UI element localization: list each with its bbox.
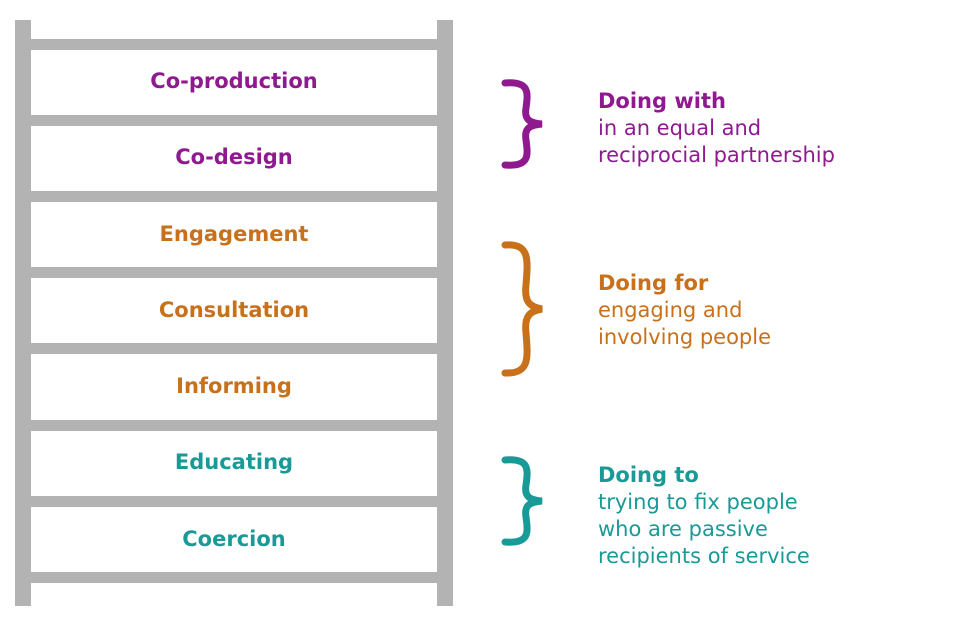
group-description-line: recipients of service	[598, 544, 810, 568]
ladder-rung	[31, 39, 437, 50]
step-consultation: Consultation	[158, 298, 310, 322]
brace-doing-with-icon	[501, 79, 543, 169]
ladder-left-rail	[15, 20, 31, 606]
group-description-line: who are passive	[598, 517, 768, 541]
step-educating: Educating	[174, 450, 294, 474]
group-title: Doing for	[598, 271, 709, 295]
group-description-line: reciprocial partnership	[598, 143, 835, 167]
group-description-line: in an equal and	[598, 116, 762, 140]
ladder-rung	[31, 572, 437, 583]
group-doing-to: Doing to trying to fix people who are pa…	[598, 462, 810, 570]
ladder-rung	[31, 267, 437, 278]
ladder-rung	[31, 115, 437, 126]
ladder-rung	[31, 420, 437, 431]
group-title: Doing to	[598, 463, 699, 487]
step-engagement: Engagement	[159, 222, 309, 246]
ladder-rung	[31, 496, 437, 507]
step-informing: Informing	[176, 374, 292, 398]
group-doing-for: Doing for engaging and involving people	[598, 270, 771, 351]
brace-doing-for-icon	[501, 241, 543, 377]
brace-doing-to-icon	[501, 456, 543, 546]
step-co-design: Co-design	[175, 145, 293, 169]
ladder-rung	[31, 191, 437, 202]
ladder-right-rail	[437, 20, 453, 606]
group-description-line: involving people	[598, 325, 772, 349]
step-co-production: Co-production	[150, 69, 318, 93]
group-description-line: trying to fix people	[598, 490, 798, 514]
step-coercion: Coercion	[182, 527, 286, 551]
ladder-rung	[31, 343, 437, 354]
group-doing-with: Doing with in an equal and reciprocial p…	[598, 88, 835, 169]
group-description-line: engaging and	[598, 298, 743, 322]
group-title: Doing with	[598, 89, 726, 113]
